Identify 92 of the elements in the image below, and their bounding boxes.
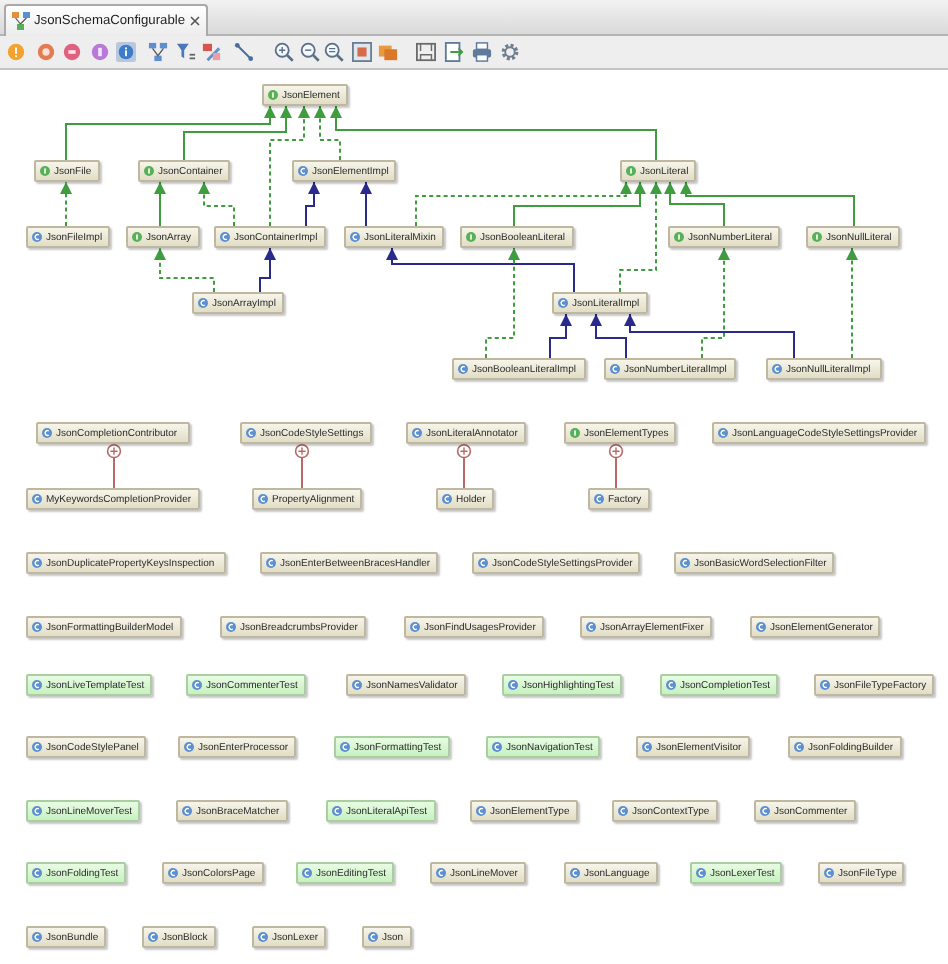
test-class-box [502, 674, 622, 696]
implementation-arrow [154, 247, 215, 293]
test-class-box [326, 800, 436, 822]
inheritance-arrow [680, 181, 855, 227]
class-box [138, 160, 231, 182]
implementation-arrow [415, 181, 632, 227]
class-box [240, 422, 372, 444]
class-box [564, 422, 677, 444]
class-box [126, 226, 200, 248]
class-box [26, 926, 107, 948]
test-class-box [660, 674, 779, 696]
inheritance-arrow [154, 181, 166, 227]
inheritance-arrow [360, 181, 372, 227]
class-box [260, 552, 439, 574]
class-box [214, 226, 326, 248]
class-box [26, 226, 111, 248]
class-box [766, 358, 882, 380]
class-box [176, 800, 288, 822]
inheritance-arrow [664, 181, 725, 227]
nesting-connector [456, 443, 472, 489]
test-class-box [26, 862, 127, 884]
class-box [668, 226, 780, 248]
class-box [26, 488, 200, 510]
class-box [162, 862, 264, 884]
class-box [26, 552, 226, 574]
nesting-connector [608, 443, 624, 489]
implementation-arrow [60, 181, 72, 227]
test-class-box [186, 674, 306, 696]
class-box [346, 674, 466, 696]
test-class-box [26, 800, 141, 822]
class-box [552, 292, 648, 314]
nesting-connector [106, 443, 122, 489]
nesting-connector [294, 443, 310, 489]
test-class-box [690, 862, 783, 884]
class-box [620, 160, 697, 182]
class-box [34, 160, 100, 182]
class-box [36, 422, 190, 444]
class-box [452, 358, 586, 380]
class-box [814, 674, 935, 696]
class-box [712, 422, 926, 444]
class-box [362, 926, 412, 948]
test-class-box [26, 674, 153, 696]
class-box [344, 226, 444, 248]
inheritance-arrow [65, 105, 276, 161]
inheritance-arrow [259, 247, 276, 293]
inheritance-arrow [590, 313, 627, 359]
class-box [262, 84, 348, 106]
class-box [26, 736, 147, 758]
class-box [142, 926, 216, 948]
implementation-arrow [485, 247, 520, 359]
class-box [472, 552, 641, 574]
inheritance-arrow [513, 181, 646, 227]
class-box [192, 292, 284, 314]
inheritance-arrow [624, 313, 795, 359]
class-box [252, 926, 327, 948]
inheritance-arrow [549, 313, 572, 359]
test-class-box [486, 736, 601, 758]
class-box [788, 736, 902, 758]
class-box [818, 862, 905, 884]
class-box [404, 616, 544, 638]
class-box [636, 736, 750, 758]
class-box [612, 800, 718, 822]
class-box [806, 226, 900, 248]
implementation-arrow [619, 181, 662, 293]
class-box [436, 488, 494, 510]
inheritance-arrow [183, 105, 292, 161]
class-box [588, 488, 650, 510]
class-box [750, 616, 881, 638]
class-box [220, 616, 366, 638]
class-box [292, 160, 397, 182]
class-box [604, 358, 736, 380]
implementation-arrow [701, 247, 730, 359]
class-box [252, 488, 363, 510]
class-box [26, 616, 182, 638]
class-box [178, 736, 297, 758]
class-box [406, 422, 526, 444]
inheritance-arrow [330, 105, 657, 161]
test-class-box [296, 862, 395, 884]
class-box [460, 226, 574, 248]
implementation-arrow [314, 105, 341, 161]
class-box [430, 862, 526, 884]
class-box [580, 616, 712, 638]
class-box [754, 800, 856, 822]
inheritance-arrow [386, 247, 575, 293]
class-box [564, 862, 658, 884]
implementation-arrow [846, 247, 858, 359]
class-box [470, 800, 578, 822]
implementation-arrow [269, 105, 310, 227]
implementation-arrow [198, 181, 235, 227]
test-class-box [334, 736, 450, 758]
inheritance-arrow [305, 181, 320, 227]
class-box [674, 552, 835, 574]
